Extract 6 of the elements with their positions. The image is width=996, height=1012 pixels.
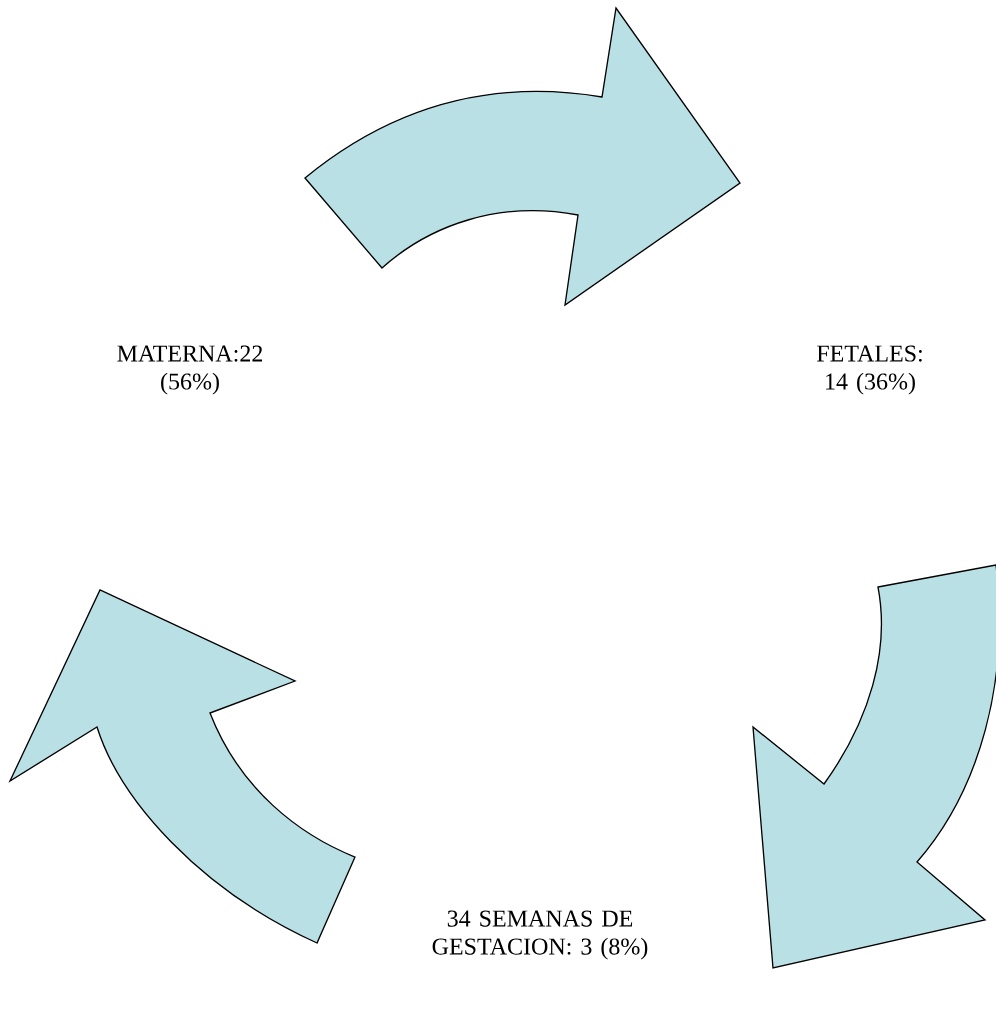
label-text: 34 SEMANAS DE GESTACION: 3 (8%) bbox=[432, 910, 648, 960]
label-text: FETALES: 14 (36%) bbox=[817, 345, 922, 395]
label-text: MATERNA:22 (56%) bbox=[117, 345, 263, 395]
curved-block-arrow bbox=[9, 589, 356, 944]
curved-block-arrow bbox=[304, 7, 741, 306]
curved-block-arrow bbox=[752, 564, 996, 969]
